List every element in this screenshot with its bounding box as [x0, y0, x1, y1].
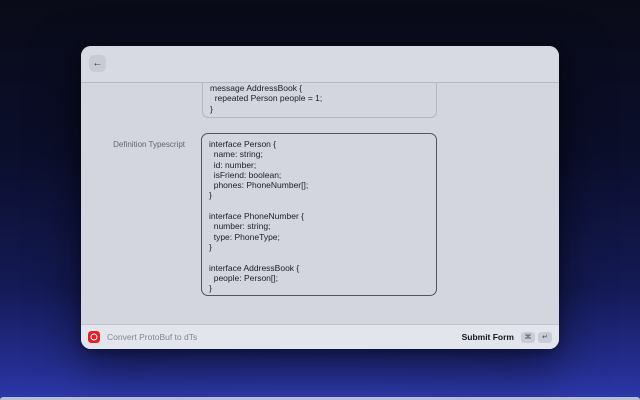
typescript-definition-label: Definition Typescript: [113, 140, 185, 149]
submit-form-button[interactable]: Submit Form: [461, 332, 514, 342]
back-arrow-icon: ←: [92, 58, 103, 69]
enter-key-icon: ↵: [538, 331, 552, 343]
background-window-edge: [0, 397, 640, 400]
action-bar: Convert ProtoBuf to dTs Submit Form ⌘ ↵: [81, 324, 559, 349]
window-header: ←: [81, 46, 559, 83]
form-scroll-area[interactable]: message AddressBook { repeated Person pe…: [81, 83, 559, 324]
protobuf-definition-textarea[interactable]: message AddressBook { repeated Person pe…: [202, 83, 437, 118]
typescript-definition-textarea[interactable]: interface Person { name: string; id: num…: [201, 133, 437, 296]
raycast-command-window: ← message AddressBook { repeated Person …: [81, 46, 559, 349]
extension-record-icon: [88, 331, 100, 343]
command-key-icon: ⌘: [521, 331, 535, 343]
back-button[interactable]: ←: [89, 55, 106, 72]
command-title: Convert ProtoBuf to dTs: [107, 332, 198, 342]
